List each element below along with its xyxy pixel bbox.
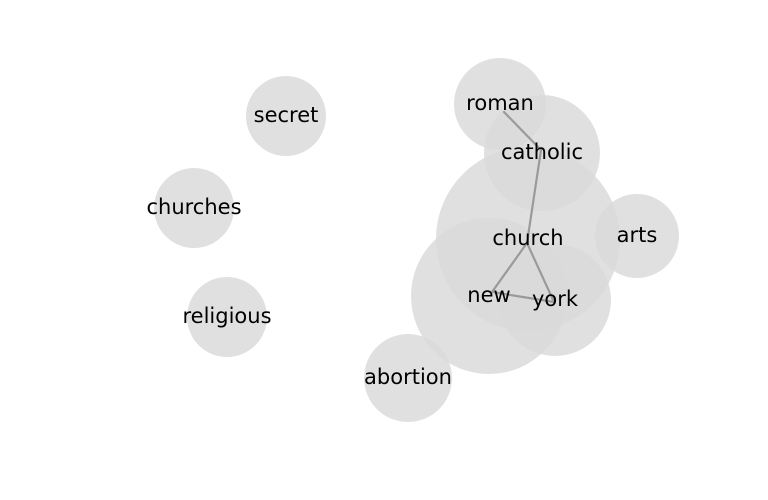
node-label-roman: roman — [466, 91, 534, 115]
node-label-york: york — [532, 287, 579, 311]
node-label-arts: arts — [617, 223, 658, 247]
node-label-church: church — [492, 226, 563, 250]
edge-church-new — [490, 241, 529, 294]
node-label-catholic: catholic — [501, 140, 583, 164]
node-circle-abortion — [364, 334, 452, 422]
node-circle-roman — [454, 58, 546, 150]
node-label-new: new — [467, 283, 510, 307]
node-label-abortion: abortion — [364, 365, 452, 389]
edge-church-york — [525, 241, 556, 304]
node-circle-religious — [187, 277, 267, 357]
edge-roman-catholic — [502, 110, 543, 152]
label-layer: secret roman catholic churches church arts new… — [146, 91, 657, 389]
node-circle-arts — [595, 194, 679, 278]
node-layer — [154, 58, 679, 422]
edge-layer — [490, 110, 556, 304]
edge-catholic-church — [525, 148, 543, 245]
node-label-religious: religious — [182, 304, 271, 328]
node-circle-churches — [154, 168, 234, 248]
node-circle-secret — [246, 76, 326, 156]
node-label-secret: secret — [254, 103, 319, 127]
node-label-churches: churches — [146, 195, 241, 219]
node-circle-york — [499, 244, 611, 356]
edge-new-york — [490, 290, 556, 304]
